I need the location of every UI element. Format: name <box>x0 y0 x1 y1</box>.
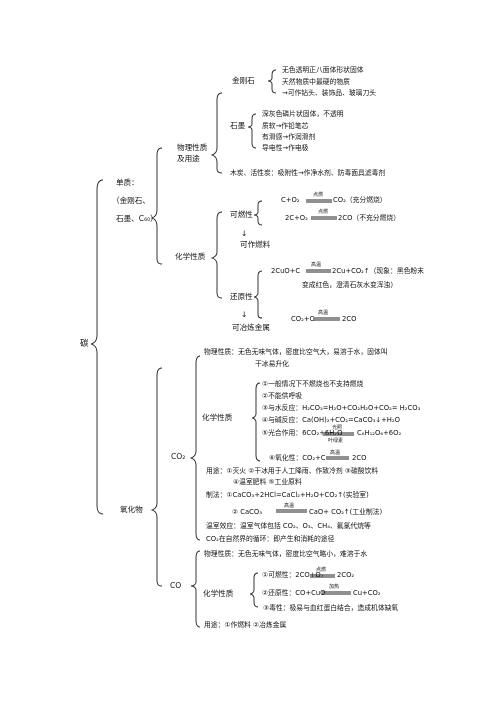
graphite-line: 质软→作铅笔芯 <box>262 122 309 130</box>
co-reduction-condition: 加热 <box>329 584 340 590</box>
co-physical: 物理性质：无色无味气体，密度比空气略小，难溶于水 <box>204 550 368 558</box>
co2-label: CO₂ <box>171 452 186 461</box>
simple-label-3: 石墨、C₆₀） <box>116 214 158 223</box>
co2-photosynthesis-lhs: ⑤光合作用：6CO₂+6H₂O <box>262 429 343 437</box>
diamond-label: 金刚石 <box>232 76 255 85</box>
combustion-eq1-rhs: CO₂（充分燃烧） <box>333 196 387 204</box>
co2-oxidation-lhs: ⑥氧化性：CO₂+C <box>269 454 326 462</box>
combustion-eq1-lhs: C+O₂ <box>281 196 300 204</box>
reaction-arrows <box>276 199 354 595</box>
physical-label: 物理性质 <box>177 143 208 152</box>
physical-brace <box>210 92 223 174</box>
co2-oxidation-rhs: 2CO <box>352 454 367 462</box>
co-combustion-lhs: ①可燃性：2CO+O₂ <box>262 571 324 579</box>
simple-brace <box>150 147 163 265</box>
co2-preparation-2-lhs: ② CaCO₃ <box>232 508 262 516</box>
co2-uses-2: ④温室肥料 ⑤工业原料 <box>233 478 302 486</box>
combustion-use: 可作燃料 <box>240 240 271 249</box>
reduction-use: 可冶炼金属 <box>232 323 270 332</box>
combustion-eq2-lhs: 2C+O₂ <box>285 214 308 222</box>
oxide-brace <box>150 367 163 587</box>
chemical-label: 化学性质 <box>175 252 206 261</box>
co2-preparation-2-condition: 高温 <box>284 503 295 509</box>
co2-chem-item: ④与碱反应：Ca(OH)₂+CO₂=CaCO₃↓+H₂O <box>262 416 400 424</box>
co2-chem-brace <box>251 382 261 462</box>
co2-preparation: 制法：①CaCO₃+2HCl=CaCl₂+H₂O+CO₂↑(实验室) <box>206 491 369 499</box>
combustion-eq2-condition: 点燃 <box>318 209 329 215</box>
reduction-label: 还原性 <box>230 292 253 301</box>
reduction-brace <box>253 270 263 319</box>
combustion-brace <box>253 200 263 226</box>
charcoal-line: 木炭、活性炭：吸附性→作净水剂、防毒面具滤毒剂 <box>230 169 386 177</box>
combustion-label: 可燃性 <box>230 210 253 219</box>
reduction-eq1-note: 变成红色，澄清石灰水变浑浊） <box>302 281 398 289</box>
co2-brace <box>189 355 201 541</box>
co2-chem-label: 化学性质 <box>202 413 233 422</box>
reduction-eq2-lhs: CO₂+C <box>291 315 315 323</box>
co2-uses: 用途：①灭火 ②干冰用于人工降雨、作致冷剂 ③碳酸饮料 <box>206 467 379 475</box>
co-brace <box>190 550 201 628</box>
co2-chem-item: ②不能供呼吸 <box>262 392 303 400</box>
co2-physical: 物理性质：无色无味气体，密度比空气大，易溶于水，固体叫 <box>204 348 388 356</box>
root-brace <box>90 179 104 515</box>
co-combustion-rhs: 2CO₂ <box>337 571 355 579</box>
co2-oxidation-condition: 高温 <box>330 450 341 456</box>
diamond-line: →可作钻头、装饰品、玻璃刀头 <box>282 89 377 97</box>
down-arrow-icon: ↓ <box>241 229 248 238</box>
reduction-eq2-condition: 高温 <box>318 310 329 316</box>
reduction-eq2-rhs: 2CO <box>342 315 357 323</box>
graphite-line: 有滑感→作润滑剂 <box>262 133 316 141</box>
graphite-brace <box>247 113 257 149</box>
simple-label: 单质： <box>116 178 139 187</box>
co2-physical-2: 干冰易升化 <box>255 360 289 368</box>
diamond-line: 天然物质中最硬的物质 <box>282 78 350 86</box>
co2-chem-item: ③与水反应：H₂CO₃=H₂O+CO₂H₂O+CO₂= H₂CO₃ <box>262 404 421 412</box>
diamond-line: 无色透明正八面体形状固体 <box>282 66 364 74</box>
co-chem-brace <box>249 572 259 608</box>
co2-photosynthesis-rhs: C₆H₁₂O₆+6O₂ <box>357 429 402 437</box>
combustion-eq2-rhs: 2CO（不充分燃烧） <box>338 214 400 222</box>
co-uses: 用途：①作燃料 ②冶炼金属 <box>204 621 287 629</box>
simple-label-2: （金刚石、 <box>112 196 150 205</box>
chemical-brace <box>210 211 223 299</box>
co-combustion-condition: 点燃 <box>316 567 327 573</box>
combustion-eq1-condition: 点燃 <box>313 192 324 198</box>
co-toxicity: ③毒性：极易与血红蛋白结合，造成机体缺氧 <box>263 604 399 612</box>
root-label-carbon: 碳 <box>80 339 89 349</box>
graphite-line: 深灰色磷片状固体，不透明 <box>262 110 344 118</box>
physical-label-2: 及用途 <box>177 154 200 163</box>
co2-preparation-2-rhs: CaO+ CO₂↑(工业制法) <box>309 508 383 516</box>
co-reduction-lhs: ②还原性：CO+CuO <box>262 589 326 597</box>
reduction-eq1-rhs: 2Cu+CO₂↑（现象：黑色粉末 <box>332 267 424 275</box>
graphite-line: 导电性→作电极 <box>262 144 309 152</box>
co-reduction-rhs: Cu+CO₂ <box>353 589 381 597</box>
co2-photosynthesis-top: 光照 <box>332 425 343 431</box>
down-arrow-icon: ↓ <box>241 310 248 319</box>
co2-greenhouse: 温室效应：温室气体包括 CO₂、O₃、CH₄、氟氯代烷等 <box>206 522 371 530</box>
co-chem-label: 化学性质 <box>203 589 234 598</box>
co-label: CO <box>170 581 182 590</box>
diamond-brace <box>267 69 277 94</box>
reduction-eq1-condition: 高温 <box>311 262 322 268</box>
graphite-label: 石墨 <box>230 121 246 130</box>
co2-photosynthesis-bottom: 叶绿素 <box>328 438 344 444</box>
co2-chem-item: ①一般情况下不燃烧也不支持燃烧 <box>262 380 364 388</box>
oxide-label: 氧化物 <box>120 505 143 514</box>
co2-cycle: CO₂在自然界的循环：即产生和消耗的途径 <box>206 535 335 543</box>
reduction-eq1-lhs: 2CuO+C <box>271 267 301 275</box>
